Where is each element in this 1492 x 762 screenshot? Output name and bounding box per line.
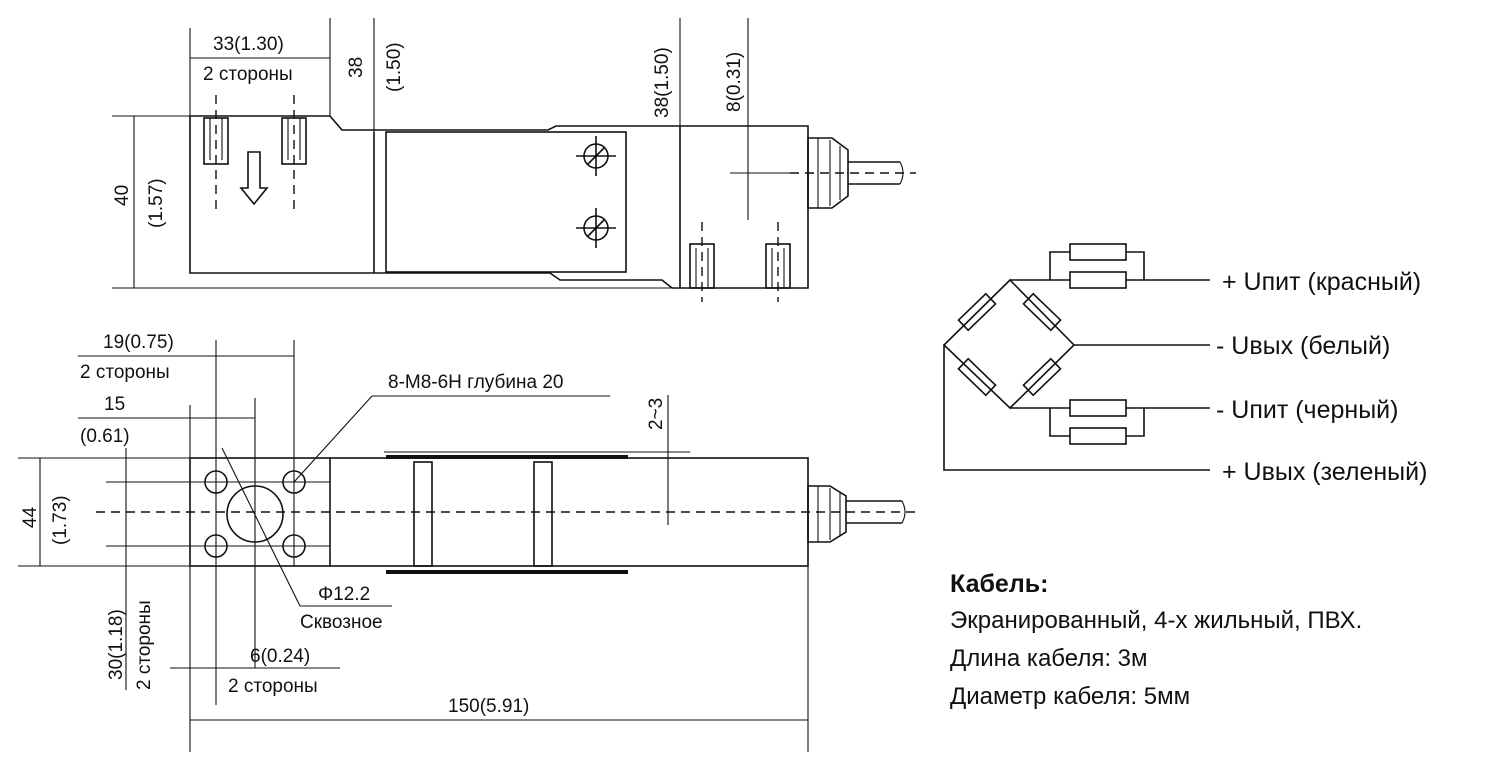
dim-40-label: 40 [112, 185, 133, 206]
hole-leader-line [221, 447, 301, 607]
bridge-resistor-2 [1022, 292, 1062, 332]
dim-19-note: 2 стороны [80, 362, 170, 383]
dim-44-inch-label: (1.73) [50, 495, 71, 545]
bottom-comp-resistor-1 [1069, 399, 1127, 417]
top-comp-resistor-1 [1069, 243, 1127, 261]
top-view-beam-recess [385, 131, 627, 273]
bottom-comp-resistor-2 [1069, 427, 1127, 445]
dim-15-inch-label: (0.61) [80, 426, 130, 447]
out-plus-label: + Uвых (зеленый) [1222, 458, 1427, 486]
load-direction-arrow-icon [239, 151, 269, 206]
top-comp-wiring [1010, 251, 1210, 281]
dim-30-label: 30(1.18) [106, 609, 127, 680]
top-view: 33(1.30) 2 стороны 38 (1.50) 38(1.50) 8(… [112, 18, 916, 302]
out-plus-lead [943, 345, 1210, 471]
front-view-gauge-slot-2 [533, 461, 553, 567]
dim-44-label: 44 [20, 506, 41, 528]
bottom-comp-wiring [1010, 407, 1210, 437]
dim-150-label: 150(5.91) [448, 696, 529, 717]
supply-minus-label: - Uпит (черный) [1216, 396, 1398, 424]
bridge-outline [942, 278, 1076, 410]
top-view-screw-1 [576, 136, 616, 176]
dim-40-inch-label: (1.57) [146, 178, 167, 228]
cable-spec-line-1: Экранированный, 4-х жильный, ПВХ. [950, 607, 1362, 634]
top-view-thread-right-2 [765, 222, 791, 302]
hole-note-label: Сквозное [300, 612, 383, 633]
top-view-thread-left-1 [203, 95, 229, 215]
cable-spec: Кабель: Экранированный, 4-х жильный, ПВХ… [950, 570, 1362, 710]
out-minus-label: - Uвых (белый) [1216, 332, 1390, 360]
front-view-gauge-slot-1 [413, 461, 433, 567]
dim-15-label: 15 [104, 394, 125, 415]
top-view-cable-gland [790, 137, 916, 209]
bridge-resistor-1 [957, 292, 997, 332]
top-view-thread-right-1 [689, 222, 715, 302]
wiring-diagram: + Uпит (красный) - Uвых (белый) - Uпит (… [942, 243, 1427, 486]
dim-6-note: 2 стороны [228, 676, 318, 697]
dim-38-inch-label: (1.50) [384, 42, 405, 92]
dim-38-label: 38 [346, 57, 367, 78]
thread-label: 8-M8-6H глубина 20 [388, 372, 563, 393]
top-comp-resistor-2 [1069, 271, 1127, 289]
dim-33-label: 33(1.30) [213, 34, 284, 55]
front-view-cable-gland [807, 485, 906, 543]
bridge-resistor-3 [957, 357, 997, 397]
cable-spec-line-3: Диаметр кабеля: 5мм [950, 683, 1190, 710]
front-view: 19(0.75) 2 стороны 15 (0.61) 8-M8-6H глу… [18, 332, 915, 752]
dim-19-label: 19(0.75) [103, 332, 174, 353]
cable-spec-line-2: Длина кабеля: 3м [950, 645, 1148, 672]
top-view-screw-2 [576, 208, 616, 248]
dim-6-label: 6(0.24) [250, 646, 310, 667]
bridge-resistor-4 [1022, 357, 1062, 397]
dim-2-3-label: 2~3 [646, 398, 667, 430]
cable-title: Кабель: [950, 570, 1048, 598]
top-view-thread-left-2 [281, 95, 307, 215]
thread-leader-line [293, 395, 373, 483]
dim-30-note: 2 стороны [134, 600, 155, 690]
dim-8-label: 8(0.31) [724, 52, 745, 112]
supply-plus-label: + Uпит (красный) [1222, 268, 1421, 296]
dim-38b-label: 38(1.50) [652, 47, 673, 118]
dim-33-note: 2 стороны [203, 64, 293, 85]
hole-diameter-label: Φ12.2 [318, 584, 370, 605]
